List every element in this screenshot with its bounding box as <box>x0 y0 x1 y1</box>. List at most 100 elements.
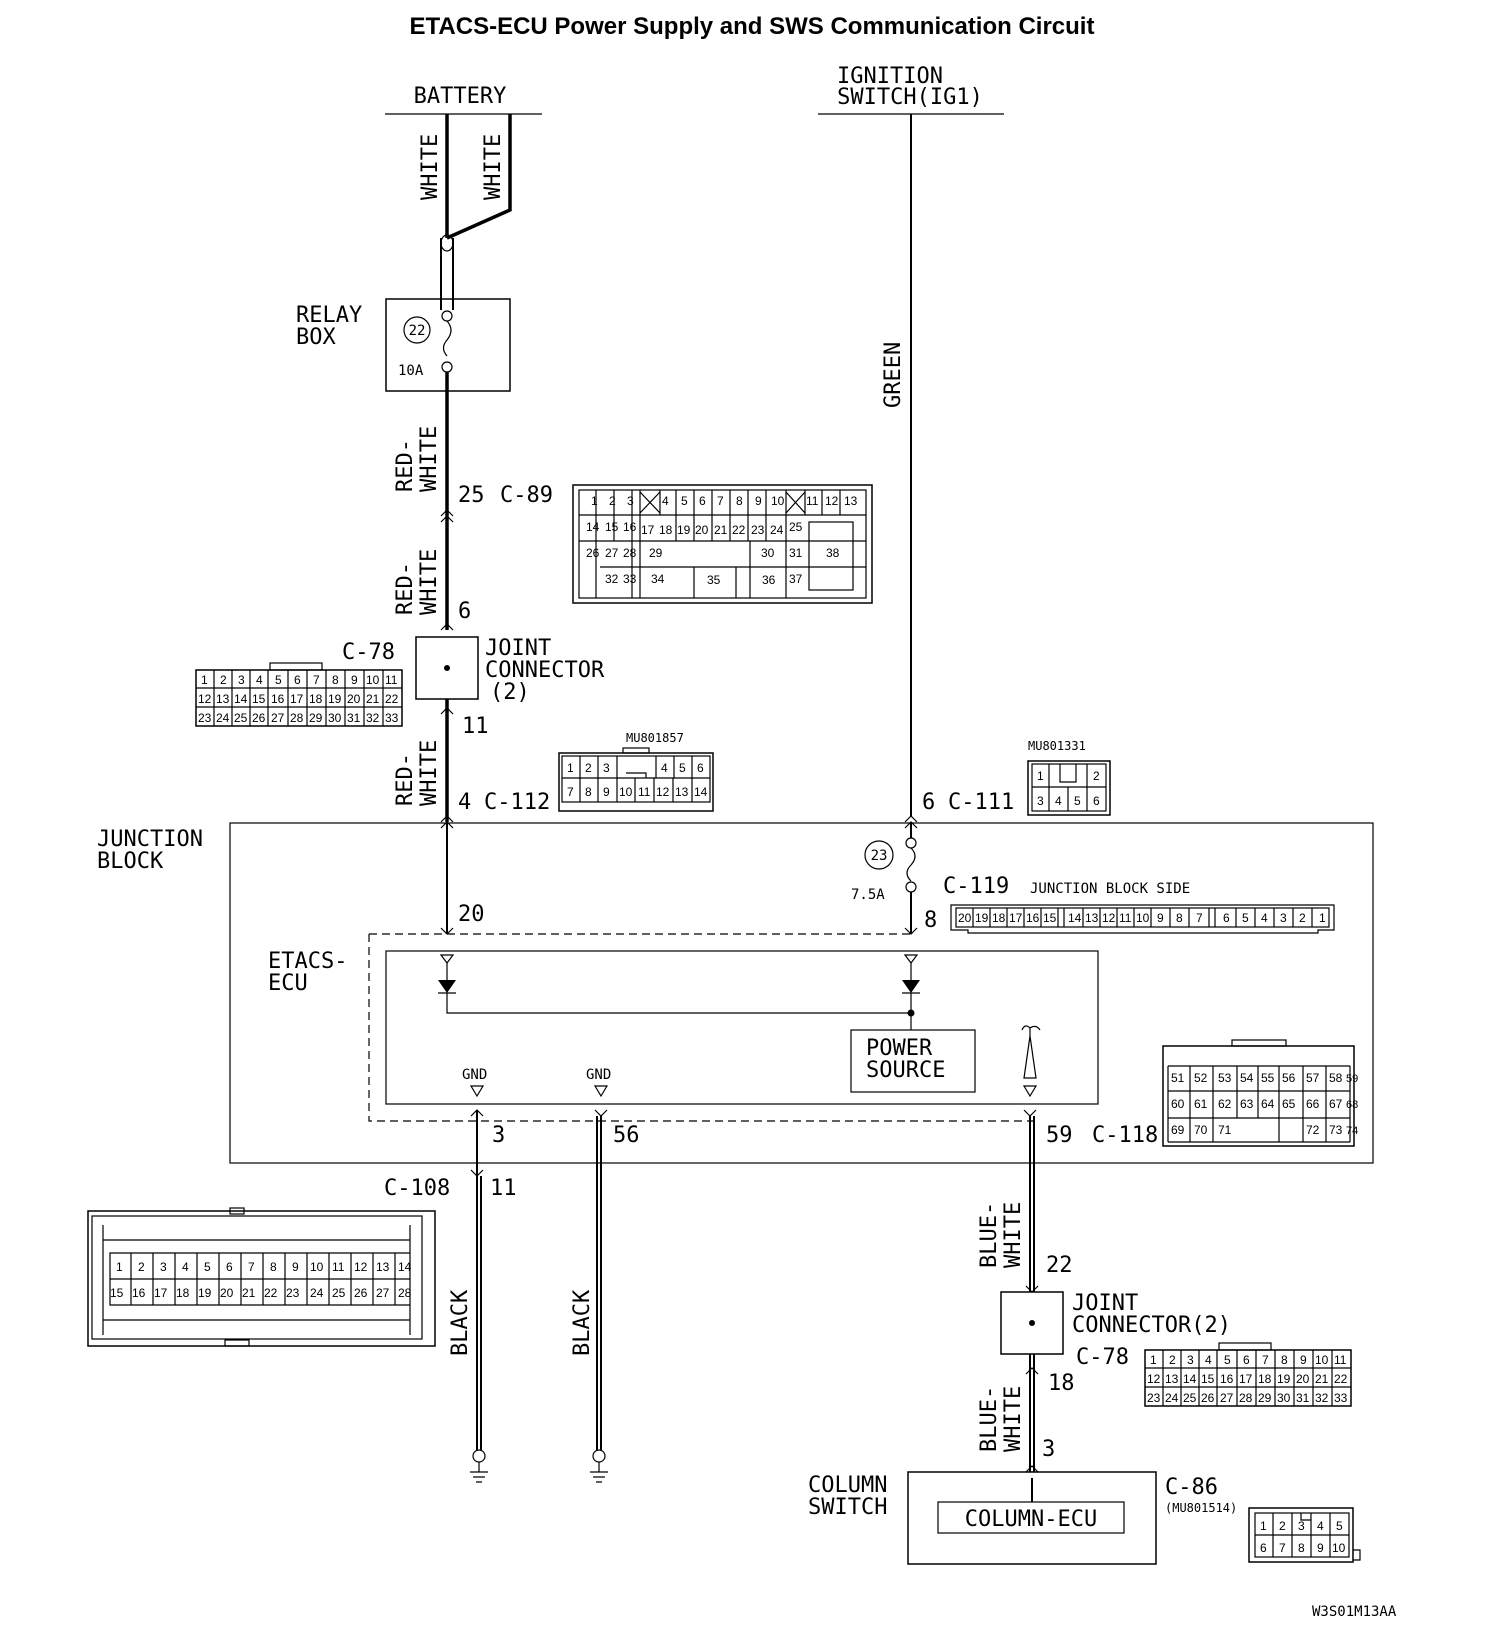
junction-block: JUNCTION BLOCK <box>97 822 1374 1164</box>
svg-text:32: 32 <box>1315 1391 1329 1405</box>
svg-text:55: 55 <box>1261 1071 1275 1085</box>
svg-text:60: 60 <box>1171 1097 1185 1111</box>
svg-text:21: 21 <box>242 1286 256 1300</box>
svg-text:7: 7 <box>1279 1541 1286 1555</box>
svg-text:19: 19 <box>198 1286 212 1300</box>
svg-text:25: 25 <box>234 711 248 725</box>
svg-text:5: 5 <box>275 673 282 687</box>
joint-connector-upper-label-2: CONNECTOR <box>485 658 605 683</box>
column-switch-label-1: COLUMN <box>808 1473 887 1498</box>
svg-text:26: 26 <box>252 711 266 725</box>
gnd-label-1: GND <box>462 1067 487 1083</box>
etacs-ecu-box: POWER SOURCE GND GND <box>385 950 1099 1105</box>
svg-text:9: 9 <box>755 494 762 508</box>
svg-text:3: 3 <box>238 673 245 687</box>
svg-text:13: 13 <box>216 692 230 706</box>
svg-text:29: 29 <box>1258 1391 1272 1405</box>
connector-c78-upper-label: C-78 <box>342 640 395 665</box>
svg-text:15: 15 <box>252 692 266 706</box>
svg-text:16: 16 <box>1026 911 1040 925</box>
svg-text:16: 16 <box>132 1286 146 1300</box>
svg-text:3: 3 <box>1187 1353 1194 1367</box>
svg-text:71: 71 <box>1218 1123 1232 1137</box>
wire-color-red-2: RED- <box>393 562 418 615</box>
svg-text:12: 12 <box>825 494 839 508</box>
connector-c112-label: C-112 <box>484 790 550 815</box>
wire-color-white-1: WHITE <box>418 134 443 200</box>
svg-text:6: 6 <box>1093 794 1100 808</box>
svg-text:62: 62 <box>1218 1097 1232 1111</box>
svg-text:20: 20 <box>220 1286 234 1300</box>
battery-source: BATTERY <box>385 84 542 115</box>
joint-connector-lower-label-2: CONNECTOR(2) <box>1072 1313 1231 1338</box>
svg-text:1: 1 <box>201 673 208 687</box>
svg-text:53: 53 <box>1218 1071 1232 1085</box>
svg-text:12: 12 <box>198 692 212 706</box>
svg-text:69: 69 <box>1171 1123 1185 1137</box>
svg-text:8: 8 <box>1281 1353 1288 1367</box>
svg-text:11: 11 <box>638 785 651 799</box>
svg-text:17: 17 <box>1009 911 1023 925</box>
svg-text:15: 15 <box>1043 911 1057 925</box>
svg-text:28: 28 <box>290 711 304 725</box>
svg-text:29: 29 <box>309 711 323 725</box>
svg-text:8: 8 <box>736 494 743 508</box>
svg-text:8: 8 <box>1176 911 1183 925</box>
svg-text:2: 2 <box>1299 911 1306 925</box>
svg-text:21: 21 <box>366 692 380 706</box>
svg-text:24: 24 <box>770 523 784 537</box>
svg-text:4: 4 <box>1055 794 1062 808</box>
fuse-23-rating: 7.5A <box>851 887 885 903</box>
pin-25: 25 <box>458 483 485 508</box>
svg-text:23: 23 <box>1147 1391 1161 1405</box>
svg-text:5: 5 <box>1224 1353 1231 1367</box>
svg-text:15: 15 <box>605 520 619 534</box>
joint-connector-upper-label-1: JOINT <box>485 636 551 661</box>
connector-c108-label: C-108 <box>384 1176 450 1201</box>
fuse-22-rating: 10A <box>398 363 424 379</box>
svg-text:4: 4 <box>256 673 263 687</box>
pin-11: 11 <box>462 714 489 739</box>
svg-text:1: 1 <box>1319 911 1326 925</box>
column-ecu-label: COLUMN-ECU <box>965 1507 1097 1532</box>
svg-text:31: 31 <box>347 711 361 725</box>
fuse-22-number: 22 <box>409 323 426 339</box>
svg-text:12: 12 <box>656 785 670 799</box>
svg-text:38: 38 <box>826 546 840 560</box>
svg-text:25: 25 <box>332 1286 346 1300</box>
svg-text:4: 4 <box>1261 911 1268 925</box>
wire-color-blue-1: BLUE- <box>977 1202 1002 1268</box>
svg-text:30: 30 <box>761 546 775 560</box>
svg-text:23: 23 <box>286 1286 300 1300</box>
svg-text:6: 6 <box>294 673 301 687</box>
svg-text:9: 9 <box>603 785 610 799</box>
svg-text:73: 73 <box>1329 1123 1343 1137</box>
svg-text:17: 17 <box>154 1286 168 1300</box>
svg-text:3: 3 <box>160 1260 167 1274</box>
svg-text:31: 31 <box>789 546 803 560</box>
svg-text:67: 67 <box>1329 1097 1343 1111</box>
svg-text:54: 54 <box>1240 1071 1254 1085</box>
pin-59: 59 <box>1046 1123 1073 1148</box>
svg-text:14: 14 <box>1183 1372 1197 1386</box>
svg-text:7: 7 <box>313 673 320 687</box>
svg-text:4: 4 <box>1317 1519 1324 1533</box>
svg-text:56: 56 <box>1282 1071 1296 1085</box>
junction-block-label-1: JUNCTION <box>97 827 203 852</box>
svg-text:20: 20 <box>347 692 361 706</box>
column-switch-label-2: SWITCH <box>808 1495 887 1520</box>
wire-color-red-3: RED- <box>393 753 418 806</box>
svg-text:5: 5 <box>1242 911 1249 925</box>
svg-text:12: 12 <box>1147 1372 1161 1386</box>
svg-text:1: 1 <box>1037 769 1044 783</box>
pin-8: 8 <box>924 908 937 933</box>
svg-text:2: 2 <box>138 1260 145 1274</box>
relay-box: RELAY BOX 22 10A <box>296 298 511 392</box>
svg-text:8: 8 <box>270 1260 277 1274</box>
svg-text:8: 8 <box>1298 1541 1305 1555</box>
